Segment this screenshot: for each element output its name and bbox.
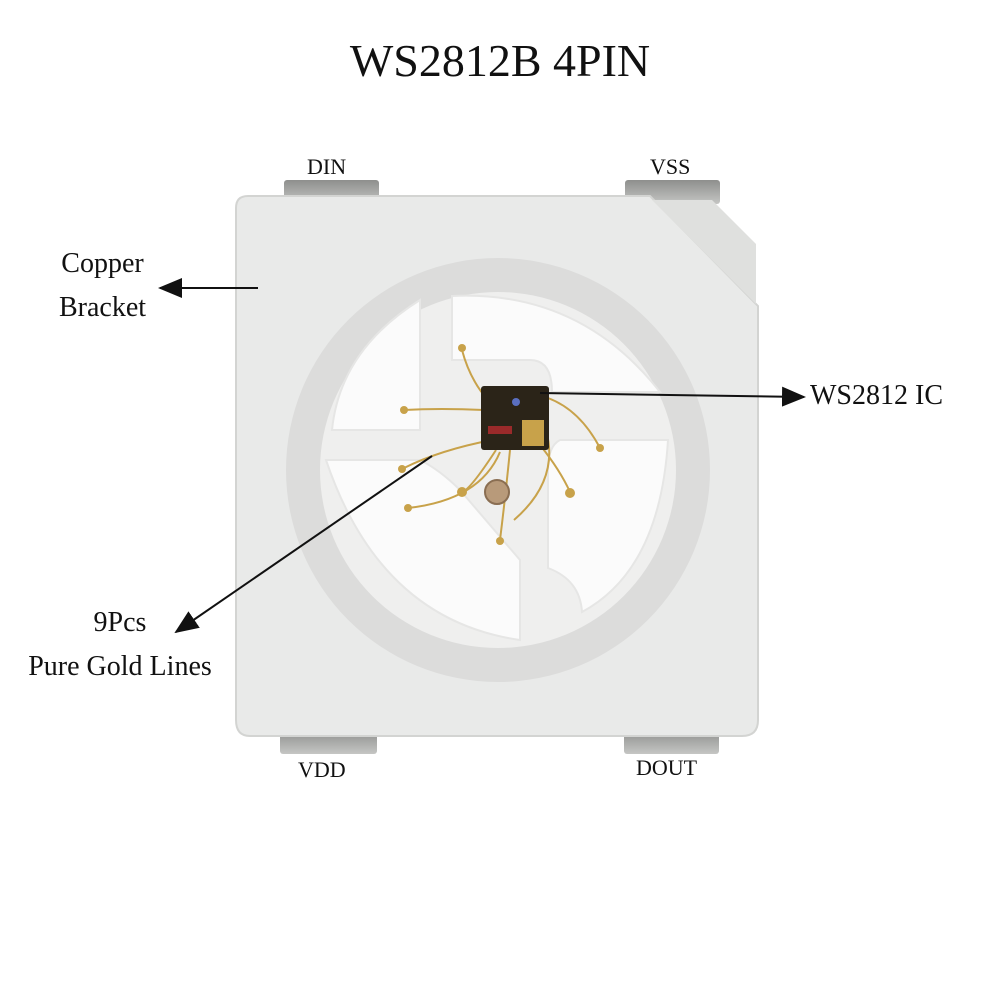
copper-bracket-line1: Copper bbox=[61, 248, 144, 279]
chip-red-pad bbox=[488, 426, 512, 434]
chip-gold-pad bbox=[522, 420, 544, 446]
pin-label-din: DIN bbox=[307, 154, 347, 179]
pin-label-vdd: VDD bbox=[298, 757, 346, 782]
chip-blue-pad bbox=[512, 398, 520, 406]
gold-lines-arrow bbox=[174, 455, 433, 634]
led-die bbox=[484, 479, 510, 505]
gold-lines-line1: 9Pcs bbox=[93, 607, 147, 638]
copper-bracket-line2: Bracket bbox=[58, 292, 147, 323]
ws2812-ic-arrow bbox=[539, 386, 806, 407]
pad-bottom-left bbox=[324, 459, 521, 642]
ws2812-ic-callout: WS2812 IC bbox=[810, 380, 943, 411]
bond-pads bbox=[398, 344, 604, 545]
pad-top-left bbox=[330, 298, 421, 431]
pad-top-right bbox=[451, 294, 663, 393]
corner-bevel bbox=[652, 200, 756, 304]
pin-label-dout: DOUT bbox=[636, 755, 698, 780]
copper-bracket-callout: Copper Bracket bbox=[40, 242, 165, 330]
gold-lines-callout: 9Pcs Pure Gold Lines bbox=[10, 601, 230, 689]
pin-label-vss: VSS bbox=[650, 154, 691, 179]
page-title: WS2812B 4PIN bbox=[349, 35, 651, 86]
gold-lines-line2: Pure Gold Lines bbox=[28, 651, 212, 682]
